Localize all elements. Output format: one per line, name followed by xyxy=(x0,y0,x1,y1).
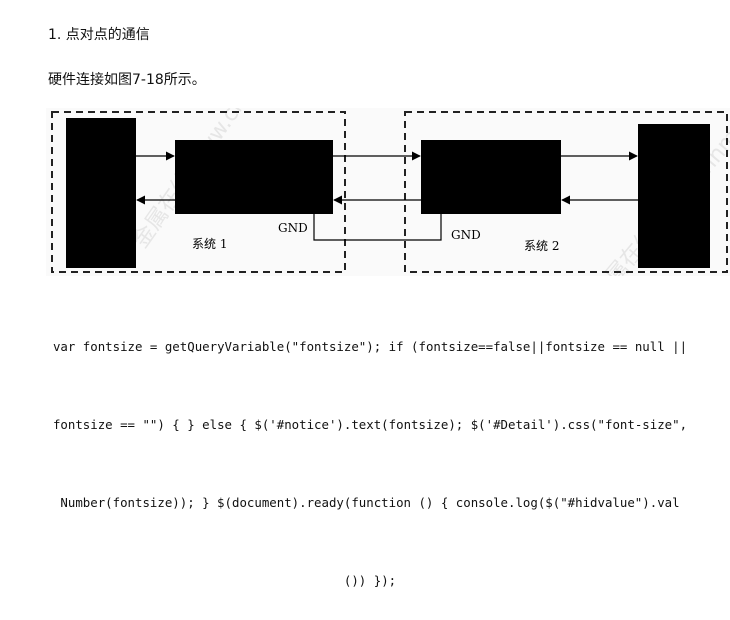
system2-device-block xyxy=(638,124,710,268)
system2-boundary xyxy=(404,111,728,273)
code-line: var fontsize = getQueryVariable("fontsiz… xyxy=(52,339,688,354)
system1-label: 系统 1 xyxy=(192,237,227,251)
system1-boundary xyxy=(51,111,346,273)
code-line: fontsize == "") { } else { $('#notice').… xyxy=(52,417,688,432)
system2-label: 系统 2 xyxy=(524,239,559,253)
code-line: ()) }); xyxy=(343,573,397,588)
hardware-connection-figure: 金属在线 www.cnnm 金属在线 www.cnnm GND GND 系统 1… xyxy=(46,108,730,276)
code-snippet: var fontsize = getQueryVariable("fontsiz… xyxy=(20,282,720,620)
section-heading: 1. 点对点的通信 xyxy=(48,27,150,43)
gnd-label-right: GND xyxy=(451,228,481,242)
system1-interface-block xyxy=(175,140,333,214)
code-line: Number(fontsize)); } $(document).ready(f… xyxy=(60,495,680,510)
figure-intro-text: 硬件连接如图7-18所示。 xyxy=(48,72,206,88)
gnd-wire xyxy=(313,214,442,241)
system2-interface-block xyxy=(421,140,561,214)
connection-diagram: 金属在线 www.cnnm 金属在线 www.cnnm GND GND 系统 1… xyxy=(51,108,730,276)
gnd-label-left: GND xyxy=(278,221,308,235)
system1-device-block xyxy=(66,118,136,268)
